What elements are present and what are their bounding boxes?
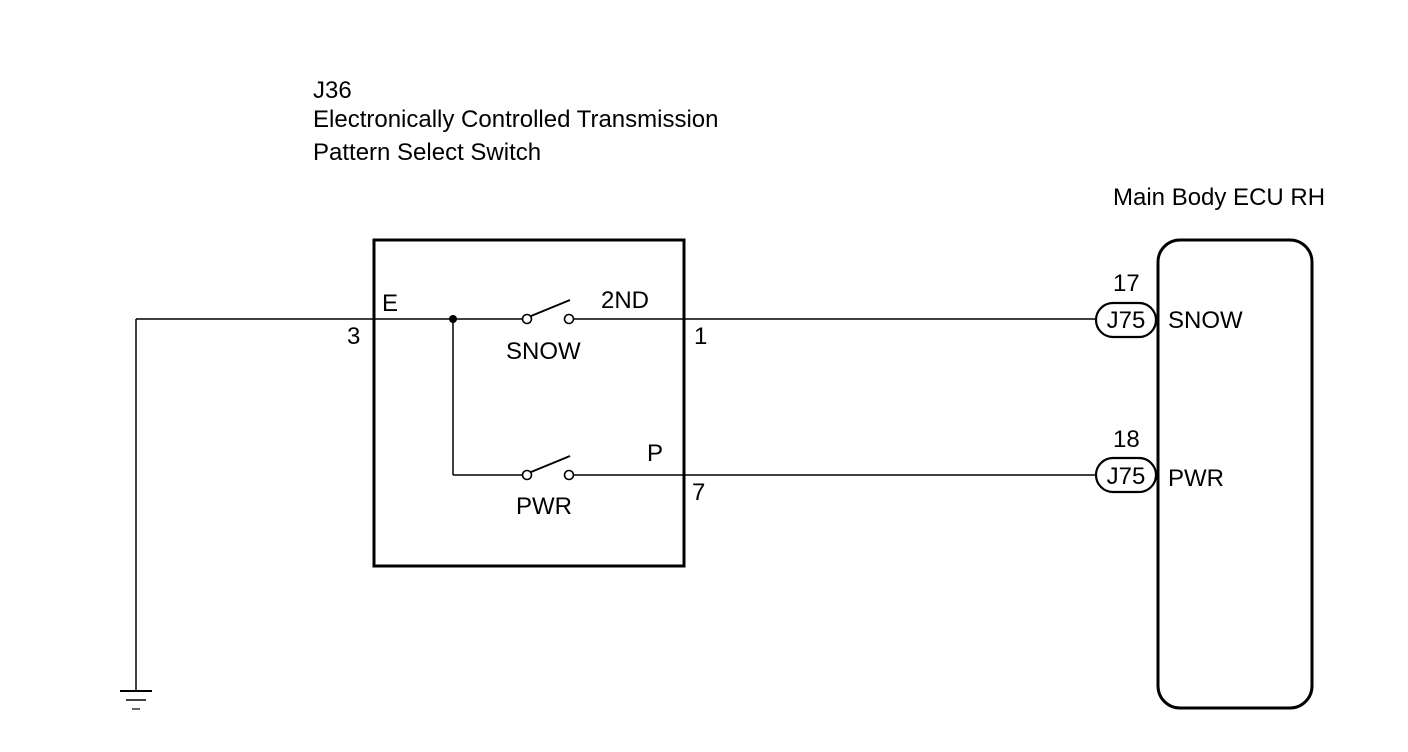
terminal-e-label: E <box>382 290 398 317</box>
terminal-p-label: P <box>647 440 663 467</box>
ground-icon <box>120 690 152 710</box>
switch-title-line2: Pattern Select Switch <box>313 139 541 166</box>
ecu-title: Main Body ECU RH <box>1113 184 1325 211</box>
switch-title-line1: Electronically Controlled Transmission <box>313 106 719 133</box>
branch-wire <box>452 319 523 476</box>
ecu-signal-pwr: PWR <box>1168 465 1224 492</box>
terminal-1-pin: 1 <box>694 323 707 350</box>
connector-label: J75 <box>1107 463 1146 490</box>
connector-j75-snow: J75 <box>1094 301 1158 339</box>
ecu-pin-17: 17 <box>1113 270 1140 297</box>
ecu-box <box>1156 238 1314 710</box>
pwr-switch <box>521 455 575 481</box>
switch-code: J36 <box>313 77 352 104</box>
terminal-7-pin: 7 <box>692 479 705 506</box>
pwr-switch-label: PWR <box>516 493 572 520</box>
terminal-2nd-label: 2ND <box>601 287 649 314</box>
ecu-pin-18: 18 <box>1113 426 1140 453</box>
ecu-signal-snow: SNOW <box>1168 307 1243 334</box>
switch-component-box <box>372 238 686 568</box>
terminal-3-pin: 3 <box>347 323 360 350</box>
connector-j75-pwr: J75 <box>1094 456 1158 494</box>
connector-label: J75 <box>1107 307 1146 334</box>
snow-switch-label: SNOW <box>506 338 581 365</box>
snow-switch <box>453 299 575 325</box>
ground-wire <box>135 318 453 690</box>
